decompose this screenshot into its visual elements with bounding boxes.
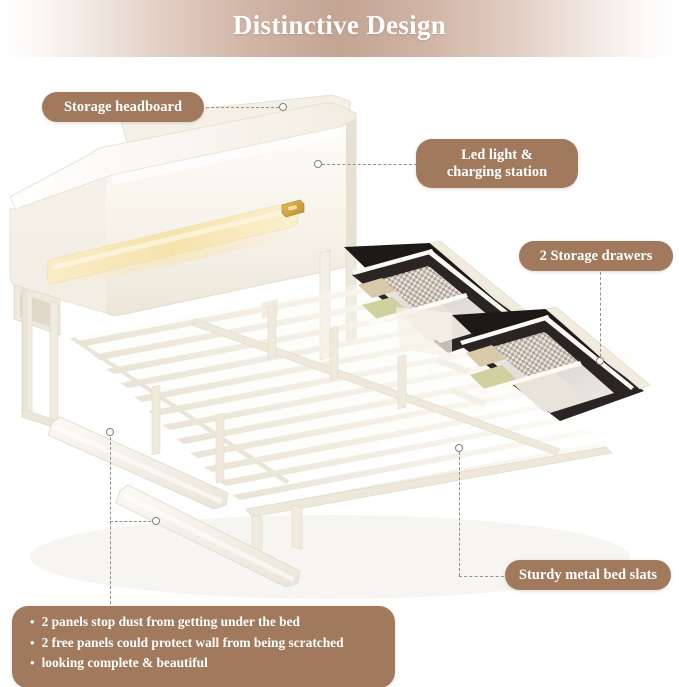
callout-storage-headboard[interactable]: Storage headboard (42, 92, 204, 122)
bullet-dot-icon: • (30, 655, 35, 671)
features-bullet-box: • 2 panels stop dust from getting under … (12, 606, 395, 687)
feature-item-label: looking complete & beautiful (41, 655, 208, 671)
storage-drawer-right (436, 306, 651, 421)
dust-panel-upper (47, 416, 229, 510)
callout-storage-headboard-label: Storage headboard (63, 98, 183, 115)
callout-led-charging-label-line1: Led light & (461, 147, 533, 164)
product-illustration (9, 94, 651, 599)
marker-led-charging (314, 160, 322, 168)
marker-bed-slats (455, 444, 463, 452)
marker-storage-headboard (279, 103, 287, 111)
marker-dust-panel-upper (106, 428, 114, 436)
bullet-dot-icon: • (30, 634, 35, 650)
header-banner (0, 0, 679, 57)
leader-led-charging (322, 164, 417, 165)
callout-led-charging-label-line2: charging station (446, 163, 548, 180)
callout-storage-drawers-label: 2 Storage drawers (539, 247, 653, 264)
leader-dust-panels-vertical (110, 437, 111, 609)
leader-dust-panel-branch (110, 521, 156, 522)
feature-item-label: 2 free panels could protect wall from be… (41, 634, 344, 650)
bullet-dot-icon: • (30, 614, 35, 629)
callout-bed-slats[interactable]: Sturdy metal bed slats (505, 560, 671, 590)
marker-dust-panel-lower (152, 517, 160, 525)
leader-storage-drawers (600, 272, 601, 362)
charging-station (281, 199, 305, 218)
leader-bed-slats-horizontal (459, 576, 509, 577)
leader-storage-headboard (206, 107, 284, 108)
feature-item: • 2 panels stop dust from getting under … (24, 613, 383, 631)
page-title: Distinctive Design (232, 10, 447, 40)
feature-item-label: 2 panels stop dust from getting under th… (41, 614, 300, 629)
feature-item: • 2 free panels could protect wall from … (24, 634, 383, 652)
dust-panel-lower (115, 484, 301, 588)
marker-storage-drawers (596, 357, 604, 365)
led-light-strip (40, 202, 302, 293)
callout-led-charging[interactable]: Led light & charging station (416, 139, 578, 188)
leader-bed-slats-vertical (459, 452, 460, 576)
callout-bed-slats-label: Sturdy metal bed slats (518, 566, 658, 583)
feature-item: • looking complete & beautiful (24, 654, 383, 672)
callout-storage-drawers[interactable]: 2 Storage drawers (519, 241, 673, 271)
